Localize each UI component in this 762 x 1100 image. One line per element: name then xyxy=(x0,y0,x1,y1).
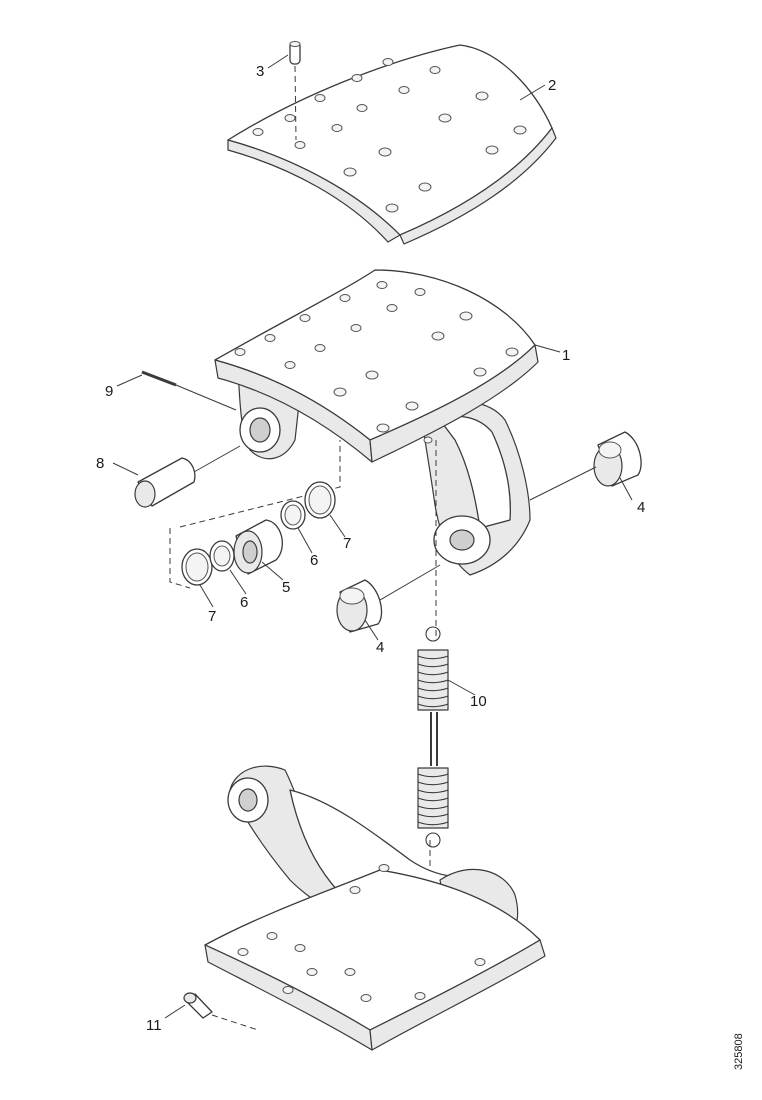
rivet xyxy=(289,41,301,141)
label-1: 1 xyxy=(562,347,570,364)
label-6-left: 6 xyxy=(240,594,248,611)
label-3: 3 xyxy=(256,63,264,80)
label-5-left: 8 xyxy=(96,455,104,472)
anchor-pin xyxy=(134,445,241,508)
brake-shoe xyxy=(214,269,539,576)
bushing-stack-right xyxy=(280,481,336,530)
document-number: 325808 xyxy=(733,1033,745,1070)
label-5-right: 5 xyxy=(282,579,290,596)
label-2: 2 xyxy=(548,77,556,94)
bolt xyxy=(183,992,259,1031)
roller-left xyxy=(336,564,441,633)
label-7-right: 7 xyxy=(343,535,351,552)
callout-leaders xyxy=(112,54,633,1019)
return-spring xyxy=(417,626,449,848)
label-9: 9 xyxy=(105,383,113,400)
label-4-left: 4 xyxy=(376,639,384,656)
roller-right xyxy=(529,431,642,501)
label-6-right: 6 xyxy=(310,552,318,569)
part-number-labels: 1 2 3 4 4 5 8 6 6 7 7 9 10 11 5 xyxy=(96,63,645,1034)
bushing-stack-left xyxy=(181,519,283,586)
lower-brake-shoe xyxy=(204,765,546,1051)
brake-lining-pad xyxy=(227,44,557,245)
label-4-right: 4 xyxy=(637,499,645,516)
retaining-pin xyxy=(141,370,237,411)
lining-rivet-holes xyxy=(252,58,527,213)
shoe-rivet-holes xyxy=(234,281,519,433)
label-10: 10 xyxy=(470,693,487,710)
label-7-left: 7 xyxy=(208,608,216,625)
label-11: 11 xyxy=(146,1017,162,1034)
lower-shoe-holes xyxy=(237,864,486,1002)
